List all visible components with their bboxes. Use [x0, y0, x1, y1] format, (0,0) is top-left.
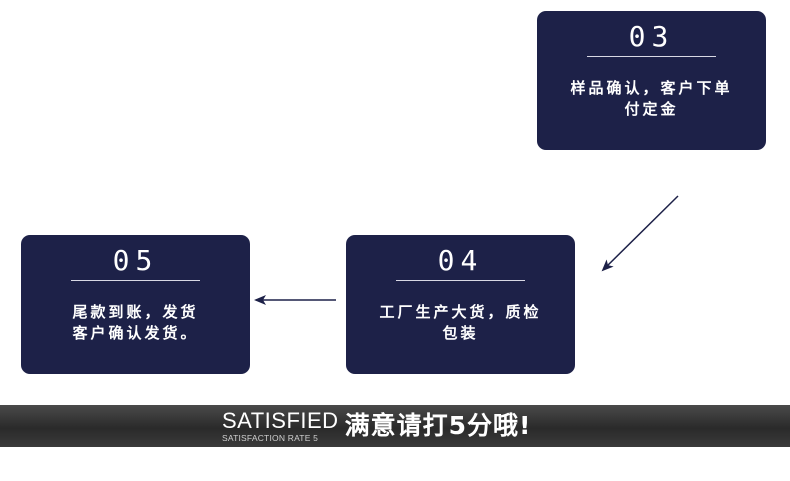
step-description-line: 包装	[442, 324, 479, 342]
step-description-line: 付定金	[624, 100, 679, 118]
step-description-line: 工厂生产大货，质检	[379, 303, 542, 321]
satisfied-title: SATISFIED	[222, 408, 339, 433]
step-number: 05	[112, 244, 159, 277]
step-card-03: 03 样品确认，客户下单 付定金	[537, 11, 766, 150]
step-description: 尾款到账，发货 客户确认发货。	[21, 302, 250, 344]
step-card-05: 05 尾款到账，发货 客户确认发货。	[21, 235, 250, 374]
satisfied-wordmark: SATISFIED SATISFACTION RATE 5	[222, 408, 339, 444]
step-description: 样品确认，客户下单 付定金	[537, 78, 766, 120]
step-number: 04	[437, 244, 484, 277]
step-description-line: 客户确认发货。	[72, 324, 199, 342]
satisfaction-rate-subtitle: SATISFACTION RATE 5	[222, 433, 319, 443]
step-description-line: 样品确认，客户下单	[570, 79, 733, 97]
footer-band	[0, 405, 790, 447]
step-description: 工厂生产大货，质检 包装	[346, 302, 575, 344]
divider-line	[71, 280, 200, 281]
step-card-04: 04 工厂生产大货，质检 包装	[346, 235, 575, 374]
step-number: 03	[628, 20, 675, 53]
step-description-line: 尾款到账，发货	[72, 303, 199, 321]
arrow-03-to-04	[601, 195, 679, 272]
divider-line	[396, 280, 525, 281]
divider-line	[587, 56, 716, 57]
rating-slogan: 满意请打5分哦!	[344, 411, 532, 440]
satisfaction-banner: SATISFIED SATISFACTION RATE 5 满意请打5分哦!	[222, 406, 531, 446]
